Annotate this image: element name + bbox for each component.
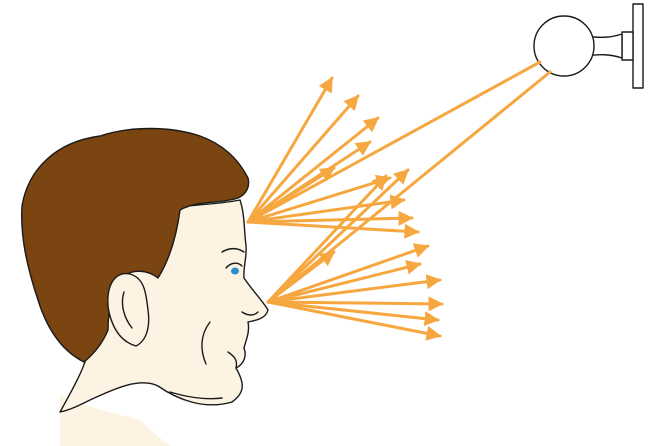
- wall-plate: [633, 4, 643, 88]
- bulb-socket: [622, 32, 633, 60]
- head-profile: [22, 129, 268, 446]
- incident-rays: [248, 62, 550, 302]
- light-bulb: [534, 4, 643, 88]
- iris: [231, 268, 239, 275]
- reflected-ray: [248, 168, 334, 222]
- reflected-ray: [268, 246, 428, 302]
- nose-reflected-rays: [268, 170, 442, 336]
- reflected-ray: [268, 176, 386, 302]
- bulb-glass: [534, 16, 594, 76]
- reflected-ray: [268, 302, 440, 336]
